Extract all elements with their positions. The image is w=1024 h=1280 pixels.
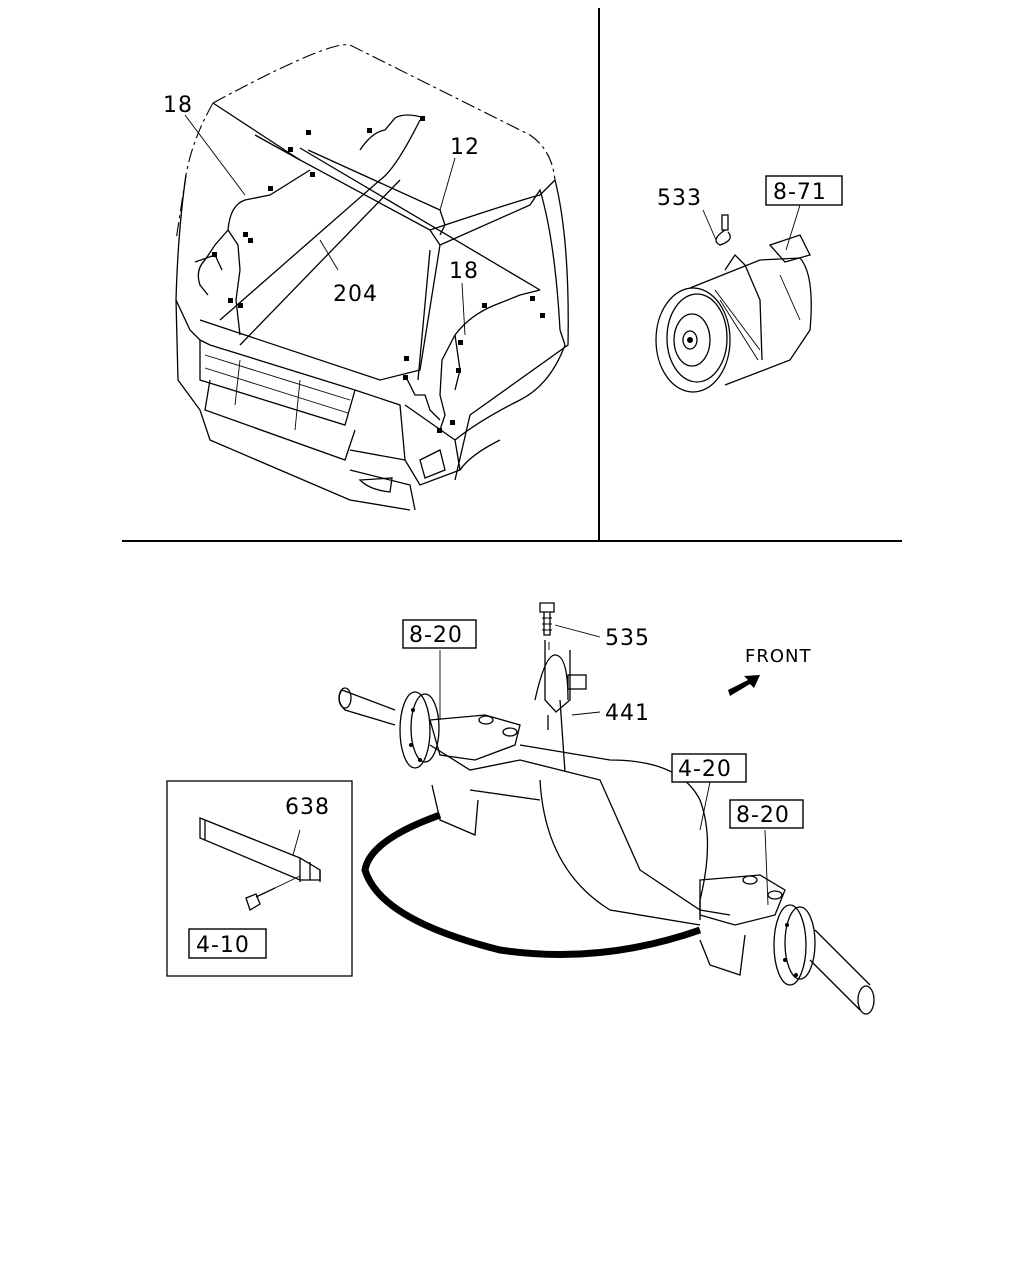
callout-harness-center: 204 <box>333 282 378 307</box>
truck-cab-drawing <box>175 44 569 511</box>
front-label: FRONT <box>745 646 812 667</box>
callout-bolt: 535 <box>605 626 650 651</box>
callout-box-bracket-ref <box>188 928 267 959</box>
callout-harness-top: 12 <box>450 135 480 160</box>
callout-compressor-ref: 8-71 <box>773 180 827 205</box>
callout-axle-housing-ref: 4-20 <box>678 757 732 782</box>
callout-box-compressor-ref <box>765 175 843 206</box>
callout-compressor-part: 533 <box>657 186 702 211</box>
callout-axle-ref-right: 8-20 <box>736 803 790 828</box>
ac-compressor-drawing <box>655 204 812 393</box>
rear-axle-drawing <box>338 602 875 1015</box>
callout-harness-left: 18 <box>163 93 193 118</box>
callout-harness-right: 18 <box>449 259 479 284</box>
callout-box-axle-ref-left <box>402 619 477 649</box>
callout-axle-ref-left: 8-20 <box>409 623 463 648</box>
bracket-detail-inset <box>166 780 353 977</box>
front-direction-arrow <box>728 675 760 696</box>
callout-bracket: 638 <box>285 795 330 820</box>
callout-bracket-ref: 4-10 <box>196 933 250 958</box>
callout-sensor: 441 <box>605 701 650 726</box>
callout-box-axle-ref-right <box>729 799 804 829</box>
callout-box-axle-housing-ref <box>671 753 747 783</box>
